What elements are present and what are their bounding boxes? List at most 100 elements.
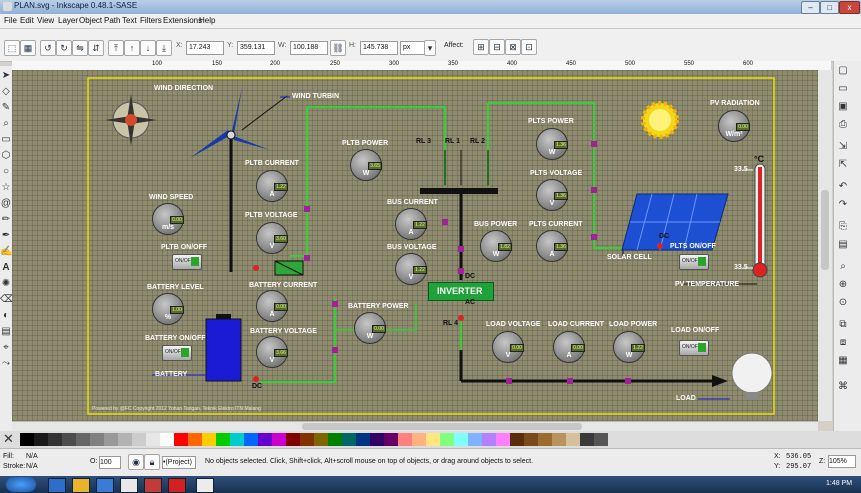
copy-icon[interactable]: ⎘ xyxy=(839,221,847,232)
paste-icon[interactable]: ▤ xyxy=(838,239,848,250)
palette-swatch[interactable] xyxy=(48,433,62,446)
palette-swatch[interactable] xyxy=(20,433,34,446)
h-input[interactable]: 145.738 xyxy=(360,41,398,55)
opacity-input[interactable]: 100 xyxy=(99,456,121,469)
palette-swatch[interactable] xyxy=(510,433,524,446)
xml-editor-icon[interactable]: ⌘ xyxy=(838,381,848,392)
scale-corners-icon[interactable]: ⊟ xyxy=(489,39,505,55)
lower-icon[interactable]: ↓ xyxy=(140,40,156,56)
stroke-value[interactable]: N/A xyxy=(26,463,38,470)
layer-visibility-icon[interactable]: ◉ xyxy=(128,454,144,470)
palette-swatch[interactable] xyxy=(342,433,356,446)
rotate-cw-icon[interactable]: ↻ xyxy=(56,40,72,56)
taskbar-app-icon[interactable] xyxy=(144,478,162,493)
taskbar-app-icon[interactable] xyxy=(96,478,114,493)
horizontal-scroll-thumb[interactable] xyxy=(302,423,582,430)
lock-ratio-icon[interactable]: ⛓ xyxy=(330,40,346,56)
chevron-down-icon[interactable]: ▾ xyxy=(424,40,436,56)
palette-swatch[interactable] xyxy=(34,433,48,446)
horizontal-scrollbar[interactable] xyxy=(12,421,818,432)
gradient-tool-icon[interactable]: ▤ xyxy=(1,326,11,337)
palette-swatch[interactable] xyxy=(132,433,146,446)
inverter-box[interactable]: INVERTER xyxy=(428,282,494,301)
palette-swatch[interactable] xyxy=(146,433,160,446)
spiral-tool-icon[interactable]: @ xyxy=(0,198,12,209)
palette-swatch[interactable] xyxy=(398,433,412,446)
palette-swatch[interactable] xyxy=(552,433,566,446)
start-button[interactable] xyxy=(6,477,36,492)
minimize-button[interactable]: – xyxy=(801,1,820,14)
node-tool-icon[interactable]: ◇ xyxy=(2,86,10,97)
vertical-scroll-thumb[interactable] xyxy=(821,190,829,270)
flip-vertical-icon[interactable]: ⇵ xyxy=(88,40,104,56)
connector-tool-icon[interactable]: ⤳ xyxy=(2,358,10,369)
rotate-ccw-icon[interactable]: ↺ xyxy=(40,40,56,56)
palette-swatch[interactable] xyxy=(272,433,286,446)
import-icon[interactable]: ⇲ xyxy=(838,141,848,152)
pen-tool-icon[interactable]: ✒ xyxy=(1,230,11,241)
layer-lock-icon[interactable]: 🔒︎ xyxy=(144,454,160,470)
palette-swatch[interactable] xyxy=(76,433,90,446)
taskbar-app-icon[interactable] xyxy=(168,478,186,493)
load-onoff-switch[interactable]: ON/OFF xyxy=(679,340,709,356)
taskbar-app-icon[interactable] xyxy=(196,478,214,493)
palette-swatch[interactable] xyxy=(174,433,188,446)
palette-swatch[interactable] xyxy=(412,433,426,446)
layer-select[interactable]: •(Project) xyxy=(162,456,196,469)
palette-swatch[interactable] xyxy=(454,433,468,446)
zoom-tool-icon[interactable]: ⌕ xyxy=(3,118,9,129)
w-input[interactable]: 100.188 xyxy=(290,41,328,55)
palette-swatch[interactable] xyxy=(216,433,230,446)
menu-file[interactable]: File xyxy=(4,16,17,25)
print-icon[interactable]: ⎙ xyxy=(839,119,847,130)
palette-swatch[interactable] xyxy=(594,433,608,446)
menu-text[interactable]: Text xyxy=(122,16,137,25)
palette-swatch[interactable] xyxy=(202,433,216,446)
drawing-canvas[interactable]: INVERTER WIND DIRECTION WIND TURBIN WIND… xyxy=(12,70,818,421)
bucket-tool-icon[interactable]: ◐ xyxy=(2,310,10,321)
menu-object[interactable]: Object xyxy=(79,16,103,25)
battery-onoff-switch[interactable]: ON/OFF xyxy=(162,345,192,361)
palette-swatch[interactable] xyxy=(188,433,202,446)
palette-swatch[interactable] xyxy=(230,433,244,446)
palette-swatch[interactable] xyxy=(496,433,510,446)
palette-swatch[interactable] xyxy=(328,433,342,446)
palette-swatch[interactable] xyxy=(62,433,76,446)
palette-swatch[interactable] xyxy=(538,433,552,446)
ellipse-tool-icon[interactable]: ○ xyxy=(2,166,10,177)
selector-tool-icon[interactable]: ➤ xyxy=(1,70,11,81)
palette-swatch[interactable] xyxy=(580,433,594,446)
close-button[interactable]: x xyxy=(839,1,860,14)
palette-swatch[interactable] xyxy=(300,433,314,446)
taskbar-app-icon[interactable] xyxy=(48,478,66,493)
scale-stroke-icon[interactable]: ⊞ xyxy=(473,39,489,55)
taskbar-app-icon[interactable] xyxy=(120,478,138,493)
star-tool-icon[interactable]: ☆ xyxy=(1,182,11,193)
palette-swatch[interactable] xyxy=(286,433,300,446)
palette-swatch[interactable] xyxy=(160,433,174,446)
open-icon[interactable]: ▭ xyxy=(838,83,848,94)
export-icon[interactable]: ⇱ xyxy=(838,159,848,170)
spray-tool-icon[interactable]: ✺ xyxy=(1,278,11,289)
calligraphy-tool-icon[interactable]: ✍ xyxy=(0,246,13,257)
menu-help[interactable]: Help xyxy=(199,16,216,25)
raise-to-top-icon[interactable]: ⤒ xyxy=(108,40,124,56)
plts-onoff-switch[interactable]: ON/OFF xyxy=(679,254,709,270)
palette-swatch[interactable] xyxy=(104,433,118,446)
select-all-icon[interactable]: ⬚ xyxy=(4,40,20,56)
vertical-scrollbar[interactable] xyxy=(818,70,832,421)
palette-swatch[interactable] xyxy=(384,433,398,446)
taskbar-app-icon[interactable] xyxy=(72,478,90,493)
palette-swatch[interactable] xyxy=(370,433,384,446)
palette-swatch[interactable] xyxy=(468,433,482,446)
flip-horizontal-icon[interactable]: ⇋ xyxy=(72,40,88,56)
dropper-tool-icon[interactable]: ⌖ xyxy=(3,342,9,353)
palette-swatch[interactable] xyxy=(244,433,258,446)
tweak-tool-icon[interactable]: ✎ xyxy=(1,102,11,113)
palette-swatch[interactable] xyxy=(482,433,496,446)
menu-filters[interactable]: Filters xyxy=(140,16,162,25)
unit-select[interactable]: px xyxy=(400,41,426,55)
raise-icon[interactable]: ↑ xyxy=(124,40,140,56)
zoom-input[interactable]: 105% xyxy=(828,455,856,468)
zoom-page-icon[interactable]: ⊙ xyxy=(838,297,848,308)
